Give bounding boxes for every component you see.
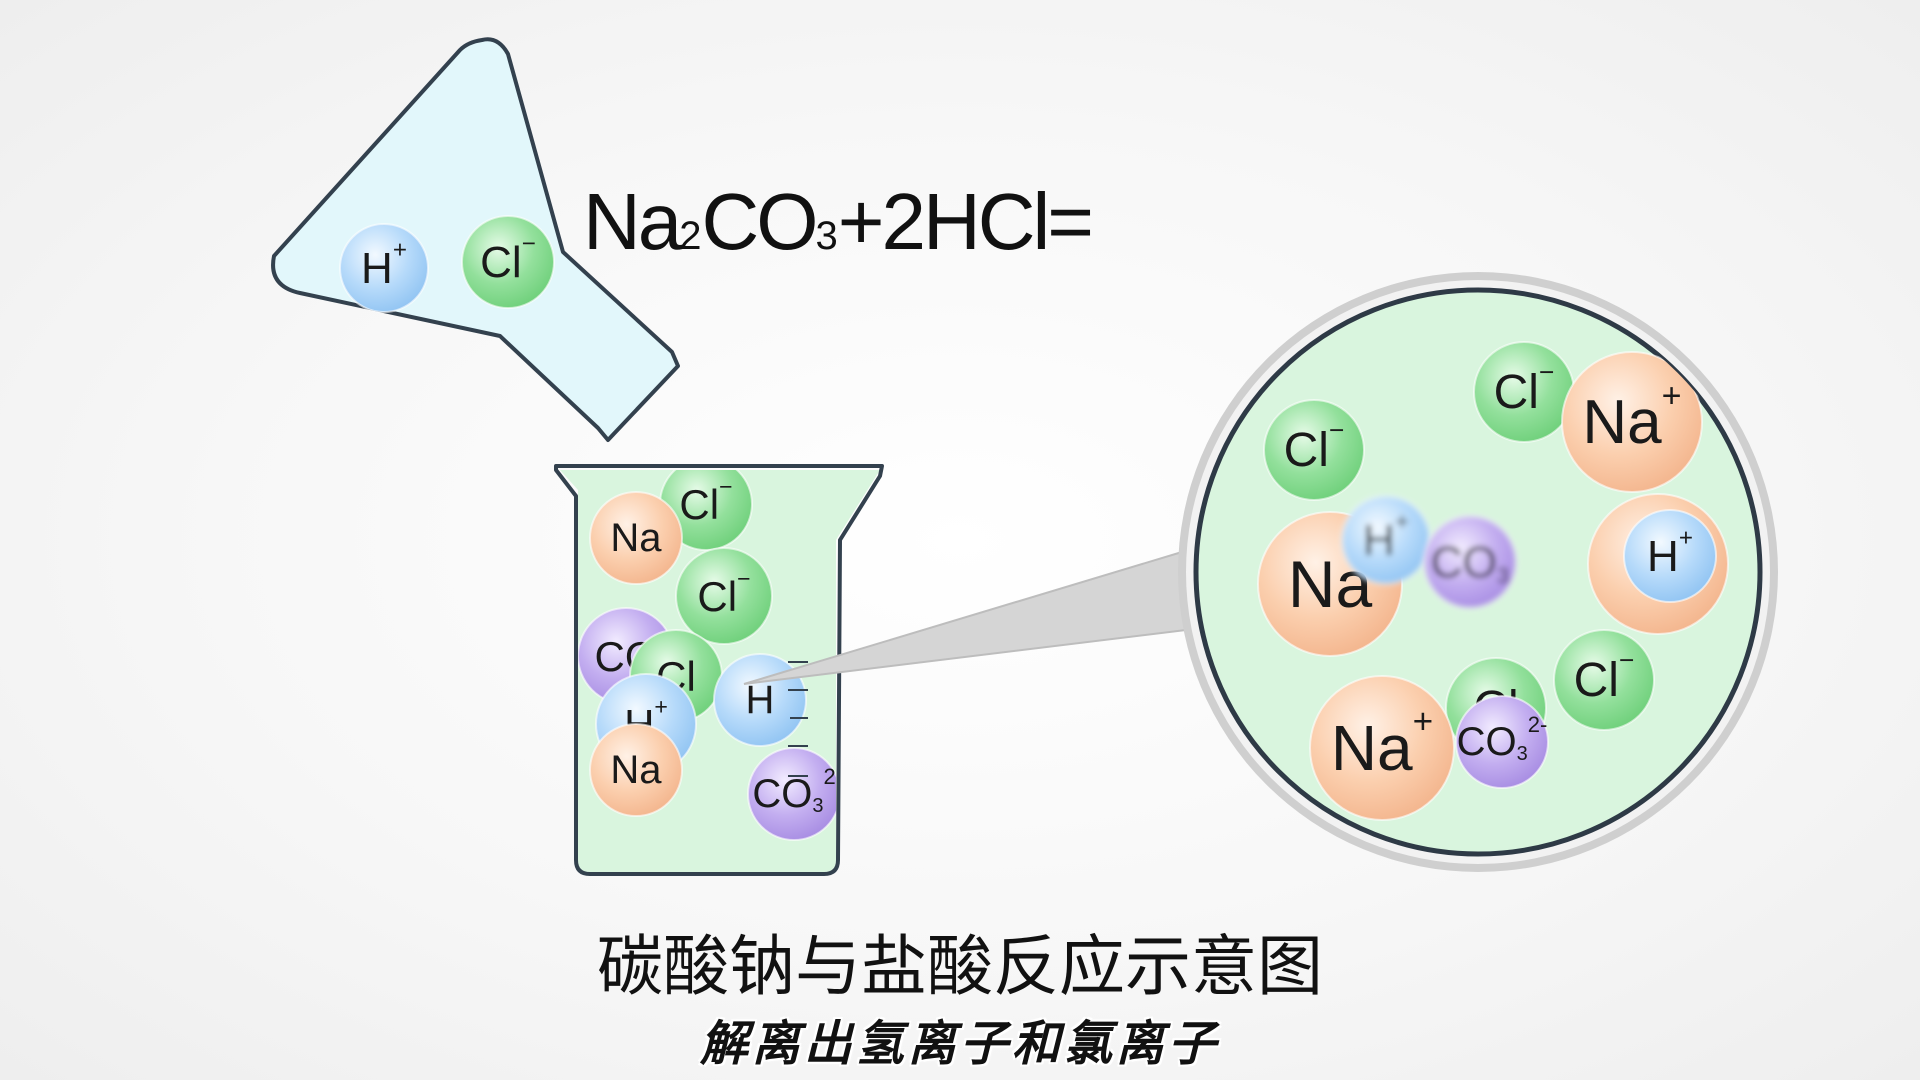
zoom-cl-2-ion: Cl− bbox=[1473, 341, 1575, 443]
beaker-outline bbox=[554, 464, 884, 876]
zoom-co3-1-sphere bbox=[1423, 515, 1517, 609]
zoom-co3-2-ion: CO32- bbox=[1455, 695, 1549, 789]
zoom-co3-1-label: CO3 bbox=[1431, 538, 1509, 588]
flask-h-sphere bbox=[339, 223, 429, 313]
diagram-caption: 碳酸钠与盐酸反应示意图 bbox=[597, 928, 1323, 1005]
video-subtitle: 解离出氢离子和氯离子 bbox=[699, 1016, 1220, 1072]
zoom-cl-3-label: Cl− bbox=[1574, 645, 1635, 707]
beaker-cl-2-sphere bbox=[675, 547, 773, 645]
zoom-co3-1-ion: CO3 bbox=[1423, 515, 1517, 609]
zoom-na-1-sphere bbox=[1561, 351, 1703, 493]
equation-subscript-2: 2 bbox=[679, 214, 702, 258]
beaker-na-1-ion: Na bbox=[589, 491, 683, 585]
zoom-h-2-ion: H+ bbox=[1623, 509, 1717, 603]
zoom-na-4-label: Na+ bbox=[1331, 702, 1433, 784]
beaker-na-2-label: Na bbox=[610, 748, 662, 792]
zoom-h-1-label: H+ bbox=[1363, 508, 1409, 564]
zoom-na-4-ion: Na+ bbox=[1309, 675, 1455, 821]
zoom-na-4-sphere bbox=[1309, 675, 1455, 821]
beaker-cl-2-ion: Cl− bbox=[675, 547, 773, 645]
beaker-cl-2-label: Cl− bbox=[697, 565, 750, 619]
beaker-na-1-label: Na bbox=[610, 516, 662, 560]
equation-na: Na bbox=[583, 177, 682, 266]
zoom-na-1-ion: Na+ bbox=[1561, 351, 1703, 493]
flask-cl-ion: Cl− bbox=[461, 215, 555, 309]
flask-cl-label: Cl− bbox=[480, 230, 536, 286]
beaker-cl-1-label: Cl− bbox=[679, 473, 732, 527]
zoom-cl-1-ion: Cl− bbox=[1263, 399, 1365, 501]
flask-h-ion: H+ bbox=[339, 223, 429, 313]
beaker-na-2-sphere bbox=[589, 723, 683, 817]
beaker-graduations bbox=[788, 661, 808, 777]
equation-rest: +2HCl= bbox=[837, 177, 1094, 266]
chemical-equation: Na2CO3+2HCl= bbox=[583, 182, 1094, 262]
zoom-co3-2-label: CO32- bbox=[1457, 712, 1548, 766]
zoom-co3-2-sphere bbox=[1455, 695, 1549, 789]
beaker-na-1-sphere bbox=[589, 491, 683, 585]
zoom-cl-1-sphere bbox=[1263, 399, 1365, 501]
flask-ion-layer: H+ Cl− bbox=[339, 215, 555, 313]
flask-h-label: H+ bbox=[361, 236, 407, 292]
beaker-na-2-ion: Na bbox=[589, 723, 683, 817]
beaker-co3-2-label: CO32 bbox=[752, 764, 835, 818]
zoom-h-2-sphere bbox=[1623, 509, 1717, 603]
equation-co: CO bbox=[701, 177, 819, 266]
beaker-h-1-label: H bbox=[746, 678, 775, 722]
zoom-na-1-label: Na+ bbox=[1582, 377, 1681, 457]
equation-subscript-3: 3 bbox=[815, 214, 838, 258]
zoom-cl-2-label: Cl− bbox=[1494, 357, 1555, 419]
zoom-h-1-ion: H+ bbox=[1341, 495, 1431, 585]
beaker-co3-2-ion: CO32 bbox=[747, 747, 841, 841]
flask-cl-sphere bbox=[461, 215, 555, 309]
zoom-cl-3-sphere bbox=[1553, 629, 1655, 731]
zoom-cl-3-ion: Cl− bbox=[1553, 629, 1655, 731]
zoom-h-2-label: H+ bbox=[1647, 524, 1693, 580]
magnifier-ion-layer: Cl−Cl−Na+NaH+CO3IH+Cl−ClNa+CO32- bbox=[1257, 341, 1729, 821]
zoom-cl-1-label: Cl− bbox=[1284, 415, 1345, 477]
beaker-h-1-ion: H bbox=[713, 653, 807, 747]
